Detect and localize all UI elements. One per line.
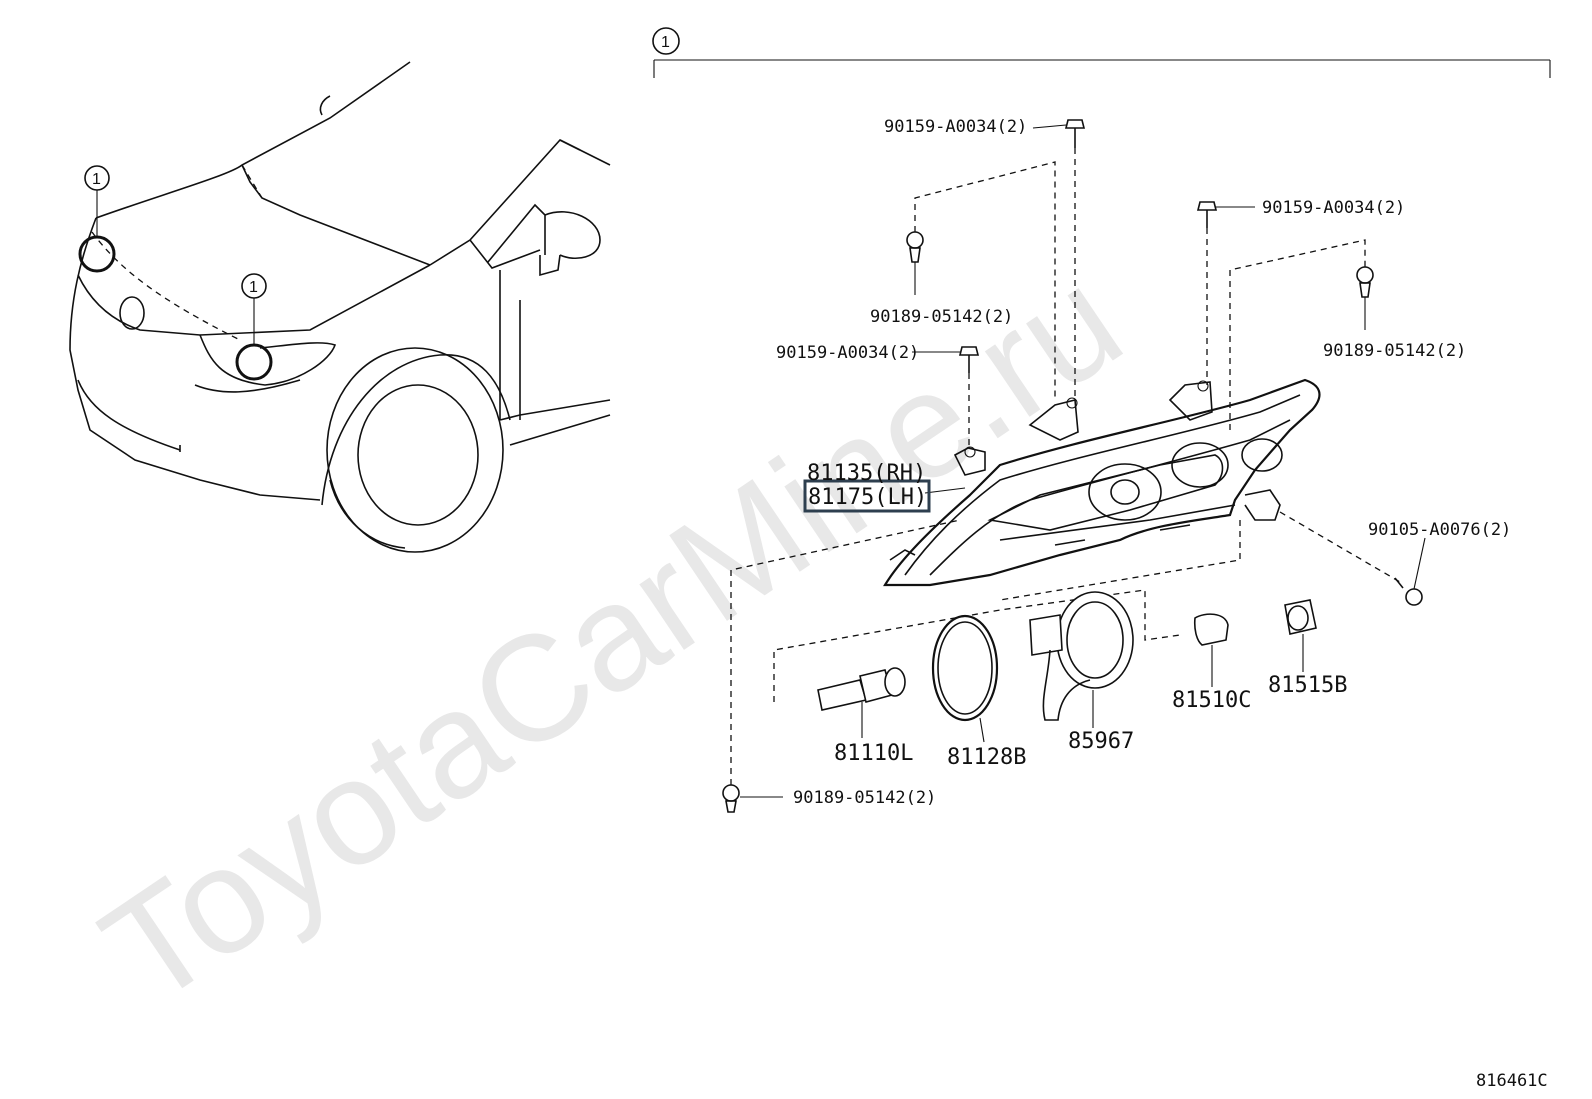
bolt-right <box>1196 201 1255 228</box>
clip-right <box>1356 266 1374 330</box>
label-seal: 81128B <box>947 745 1026 770</box>
label-bolt-top: 90159-A0034(2) <box>884 117 1027 137</box>
clip-bottom <box>722 784 783 813</box>
callout-assembly: 1 <box>661 34 670 51</box>
callout-left-upper: 1 <box>92 171 101 188</box>
lh-highlight-box <box>803 479 931 513</box>
label-bolt-mid: 90159-A0034(2) <box>776 343 919 363</box>
assembly-bracket <box>652 27 1551 78</box>
seal-ring <box>931 614 999 743</box>
label-socket: 81515B <box>1268 673 1347 698</box>
label-lh: 81175(LH) <box>808 485 927 510</box>
label-screw: 90105-A0076(2) <box>1368 520 1511 540</box>
small-bulb <box>1193 613 1229 687</box>
alignment-lines <box>730 148 1401 785</box>
bolt-mid <box>912 346 980 373</box>
vehicle-illustration <box>69 61 611 553</box>
label-clip-left: 90189-05142(2) <box>870 307 1013 327</box>
label-clip-bottom: 90189-05142(2) <box>793 788 936 808</box>
headlamp-assembly-drawing <box>883 378 1321 587</box>
hid-bulb <box>817 667 906 738</box>
diagram-id: 816461C <box>1476 1071 1548 1091</box>
callout-left-lower: 1 <box>249 279 258 296</box>
screw-right <box>1394 537 1426 606</box>
label-clip-right: 90189-05142(2) <box>1323 341 1466 361</box>
clip-left <box>906 231 924 295</box>
bolt-top <box>1032 119 1086 148</box>
label-igniter: 85967 <box>1068 729 1134 754</box>
label-bulb-hid: 81110L <box>834 741 913 766</box>
label-rh: 81135(RH) <box>807 461 926 486</box>
label-bulb-small: 81510C <box>1172 688 1251 713</box>
leader-lh <box>924 487 966 494</box>
label-bolt-right: 90159-A0034(2) <box>1262 198 1405 218</box>
bulb-socket <box>1284 599 1317 672</box>
igniter-unit <box>1029 591 1134 728</box>
